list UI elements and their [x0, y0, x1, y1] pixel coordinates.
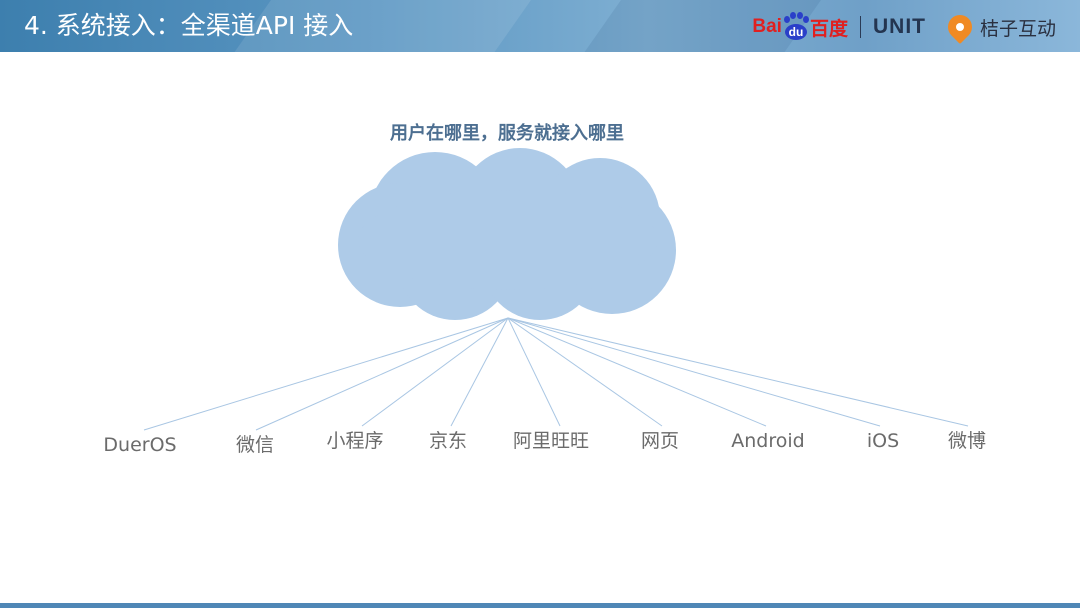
channel-label: 阿里旺旺: [512, 430, 590, 452]
connector-line: [143, 317, 509, 431]
logo-divider: [859, 16, 861, 38]
slide-title: 4. 系统接入：全渠道API 接入: [24, 11, 354, 40]
connector-line: [361, 317, 509, 427]
baidu-paw-text: du: [784, 24, 807, 40]
unit-logo: UNIT: [872, 15, 926, 38]
baidu-logo: Bai du 百度: [752, 12, 848, 42]
connector-line: [507, 317, 767, 427]
channel-label: 网页: [640, 430, 680, 452]
connector-line: [450, 317, 509, 427]
connector-line: [507, 317, 881, 427]
juzi-logo-text: 桔子互动: [979, 17, 1056, 40]
footer-bar: [0, 603, 1080, 608]
connector-line: [507, 317, 561, 427]
channel-label: Android: [731, 430, 805, 452]
channel-label: DuerOS: [103, 434, 177, 456]
channel-label: 微博: [947, 430, 987, 452]
header-bar: 4. 系统接入：全渠道API 接入 Bai du 百度 UNIT 桔子互动: [0, 0, 1080, 52]
baidu-logo-cn: 百度: [809, 18, 848, 40]
connector-line: [507, 317, 969, 427]
connector-line: [507, 317, 663, 427]
cloud-icon: [338, 148, 676, 320]
channel-label: 微信: [235, 434, 275, 456]
connector-lines: [143, 317, 969, 431]
baidu-paw-icon: du: [783, 12, 809, 42]
juzi-logo: 桔子互动: [943, 10, 1056, 44]
channel-label: 小程序: [326, 430, 384, 452]
channel-label: iOS: [866, 430, 900, 452]
diagram-heading: 用户在哪里，服务就接入哪里: [390, 123, 624, 144]
partner-logos: Bai du 百度 UNIT 桔子互动: [752, 8, 1056, 46]
connector-line: [255, 317, 509, 431]
baidu-logo-text: Bai: [752, 16, 782, 37]
channel-label: 京东: [428, 430, 468, 452]
